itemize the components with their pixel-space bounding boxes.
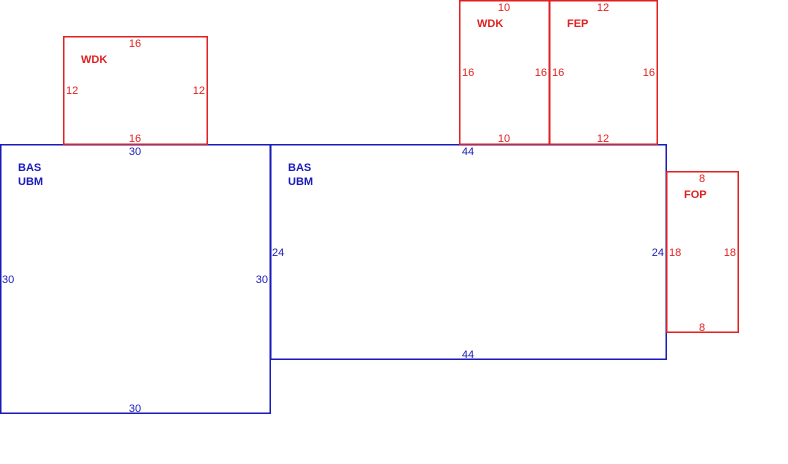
area-wdk-left-outline bbox=[63, 36, 208, 145]
dimension-bottom: 16 bbox=[129, 133, 141, 145]
area-code-label: UBM bbox=[288, 176, 313, 188]
area-code-label: WDK bbox=[81, 54, 107, 66]
dimension-top: 44 bbox=[462, 146, 474, 158]
dimension-left: 16 bbox=[552, 67, 564, 79]
dimension-left: 18 bbox=[669, 247, 681, 259]
area-fep-top-outline bbox=[549, 0, 658, 145]
dimension-right: 16 bbox=[535, 67, 547, 79]
dimension-top: 12 bbox=[597, 2, 609, 14]
area-fep-top[interactable]: FEP 12 12 16 16 bbox=[549, 0, 658, 145]
dimension-right: 30 bbox=[256, 274, 268, 286]
dimension-bottom: 30 bbox=[129, 403, 141, 415]
area-code-label: FEP bbox=[567, 18, 588, 30]
dimension-top: 30 bbox=[129, 146, 141, 158]
dimension-top: 16 bbox=[129, 38, 141, 50]
area-code-label: BAS bbox=[288, 162, 311, 174]
dimension-right: 16 bbox=[643, 67, 655, 79]
dimension-top: 8 bbox=[699, 173, 705, 185]
dimension-bottom: 44 bbox=[462, 349, 474, 361]
area-bas-left[interactable]: BAS UBM 30 30 30 30 bbox=[0, 144, 271, 415]
dimension-right: 24 bbox=[652, 247, 664, 259]
area-code-label: UBM bbox=[18, 176, 43, 188]
area-fop-right-outline bbox=[666, 171, 739, 333]
dimension-right: 12 bbox=[193, 85, 205, 97]
dimension-left: 16 bbox=[462, 67, 474, 79]
dimension-right: 18 bbox=[724, 247, 736, 259]
dimension-bottom: 10 bbox=[498, 133, 510, 145]
area-bas-right-outline bbox=[270, 144, 667, 360]
dimension-top: 10 bbox=[498, 2, 510, 14]
area-code-label: BAS bbox=[18, 162, 41, 174]
dimension-bottom: 12 bbox=[597, 133, 609, 145]
area-bas-right[interactable]: BAS UBM 44 44 24 24 bbox=[270, 144, 667, 361]
dimension-bottom: 8 bbox=[699, 322, 705, 334]
area-wdk-top[interactable]: WDK 10 10 16 16 bbox=[459, 0, 550, 145]
dimension-left: 12 bbox=[66, 85, 78, 97]
dimension-left: 30 bbox=[2, 274, 14, 286]
area-code-label: WDK bbox=[477, 18, 503, 30]
area-fop-right[interactable]: FOP 8 8 18 18 bbox=[666, 171, 739, 334]
area-code-label: FOP bbox=[684, 189, 707, 201]
area-wdk-left[interactable]: WDK 16 16 12 12 bbox=[63, 36, 208, 145]
dimension-left: 24 bbox=[272, 247, 284, 259]
